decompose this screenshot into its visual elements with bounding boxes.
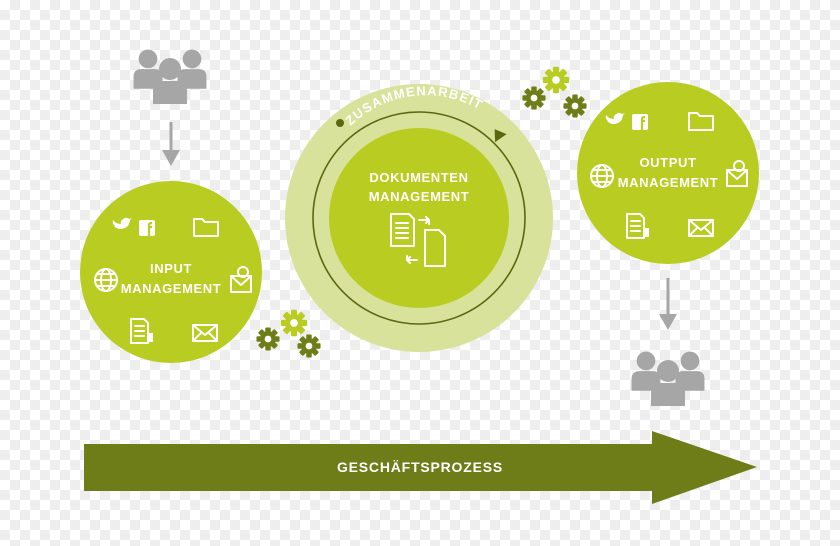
- output-label-line2: MANAGEMENT: [618, 175, 719, 190]
- gears-icon: [522, 66, 587, 118]
- users-group-icon: [134, 50, 207, 104]
- process-arrow-label: GESCHÄFTSPROZESS: [337, 459, 503, 475]
- down-arrow-top: [162, 122, 180, 166]
- globe-icon: [94, 268, 118, 292]
- envelope-icon: [192, 324, 218, 342]
- mail-attachment-icon: [230, 266, 252, 293]
- process-arrow: GESCHÄFTSPROZESS: [84, 431, 757, 504]
- output-management-node: OUTPUT MANAGEMENT: [577, 82, 759, 264]
- fax-icon: [130, 318, 153, 344]
- envelope-icon: [688, 219, 714, 237]
- gears-icon: [256, 309, 321, 358]
- document-transfer-icon: [390, 213, 446, 267]
- input-label-line1: INPUT: [150, 261, 192, 276]
- folder-icon: [193, 218, 219, 237]
- document-management-node: ZUSAMMENARBEIT DOKUMENTEN MANAGEMENT: [285, 83, 553, 352]
- down-arrow-bottom: [659, 278, 677, 330]
- users-group-icon: [632, 352, 705, 406]
- center-label-line2: MANAGEMENT: [369, 189, 470, 204]
- twitter-icon: [112, 217, 132, 229]
- facebook-icon: [632, 114, 648, 130]
- folder-icon: [688, 112, 714, 131]
- output-label-line1: OUTPUT: [639, 155, 696, 170]
- fax-icon: [626, 213, 649, 239]
- mail-attachment-icon: [726, 160, 748, 187]
- globe-icon: [590, 164, 614, 188]
- center-label-line1: DOKUMENTEN: [369, 170, 468, 185]
- facebook-icon: [139, 220, 155, 236]
- input-label-line2: MANAGEMENT: [121, 281, 222, 296]
- twitter-icon: [605, 112, 625, 124]
- input-management-node: INPUT MANAGEMENT: [80, 181, 262, 363]
